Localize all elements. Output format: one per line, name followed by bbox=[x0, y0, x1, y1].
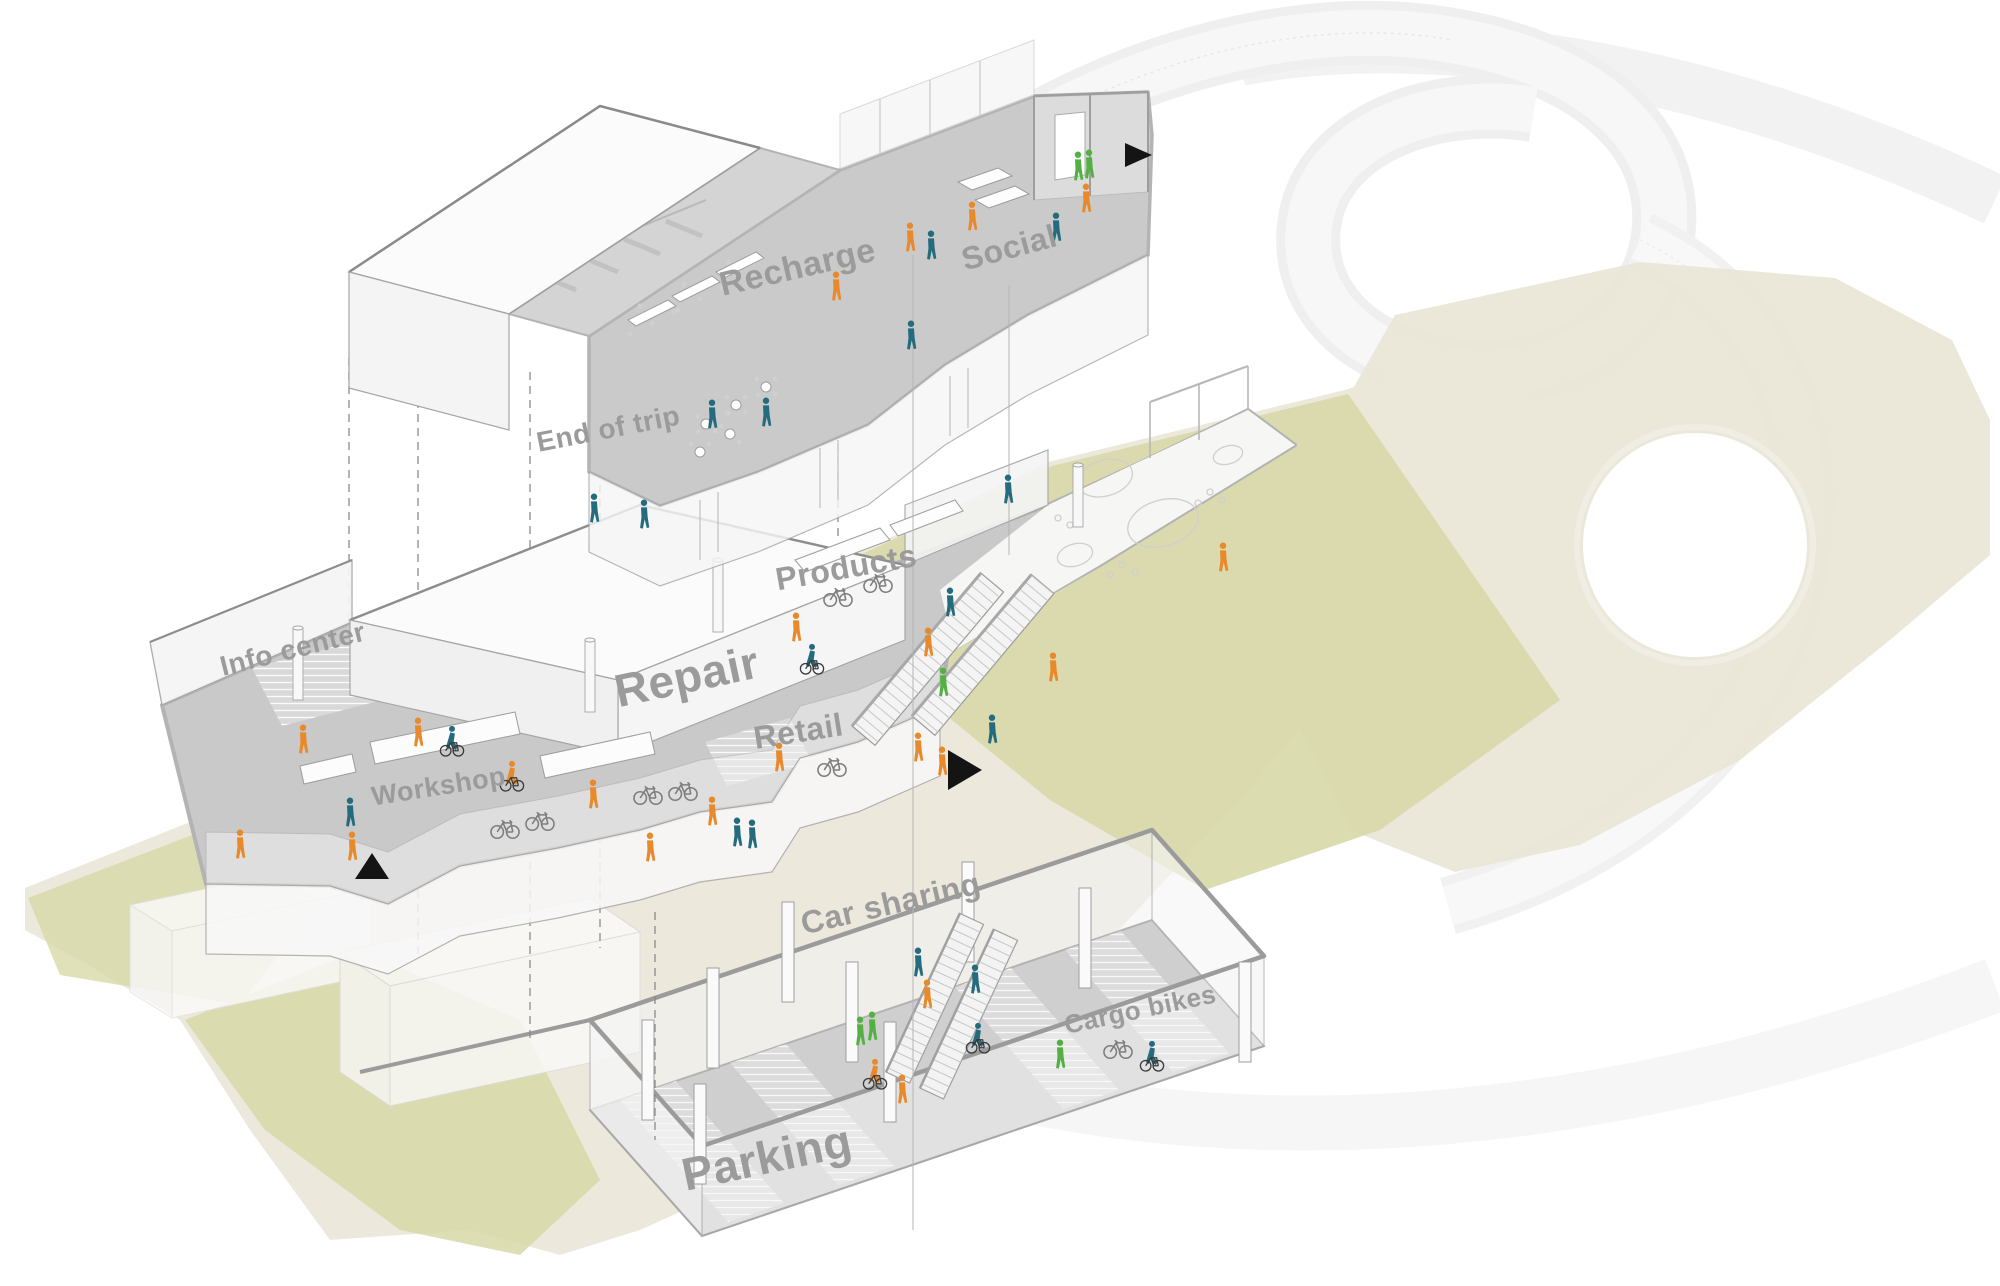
products-shelves bbox=[794, 499, 964, 573]
basement-stair bbox=[884, 912, 1019, 1100]
retail-entrance-arrow bbox=[948, 750, 982, 790]
roof-block bbox=[347, 104, 762, 431]
parking-columns bbox=[641, 861, 1252, 1185]
top-facade bbox=[588, 254, 1149, 587]
terrace-glass-rail bbox=[1149, 364, 1249, 458]
loop-island bbox=[1583, 433, 1807, 657]
basement-parking-level bbox=[359, 827, 1267, 1238]
street-plinth bbox=[205, 705, 941, 975]
social-counters bbox=[956, 167, 1031, 209]
street-benches bbox=[299, 711, 656, 785]
top-back-glass bbox=[839, 39, 1035, 171]
entrance-arrows-layer bbox=[355, 143, 1152, 879]
middle-floor-street-level bbox=[149, 364, 1297, 975]
social-entrance-arrow bbox=[1125, 143, 1152, 167]
workshop-entrance-arrow bbox=[355, 853, 389, 879]
section-lines bbox=[912, 255, 1010, 1230]
top-floor-level bbox=[347, 39, 1154, 587]
recharge-desks bbox=[627, 251, 765, 337]
